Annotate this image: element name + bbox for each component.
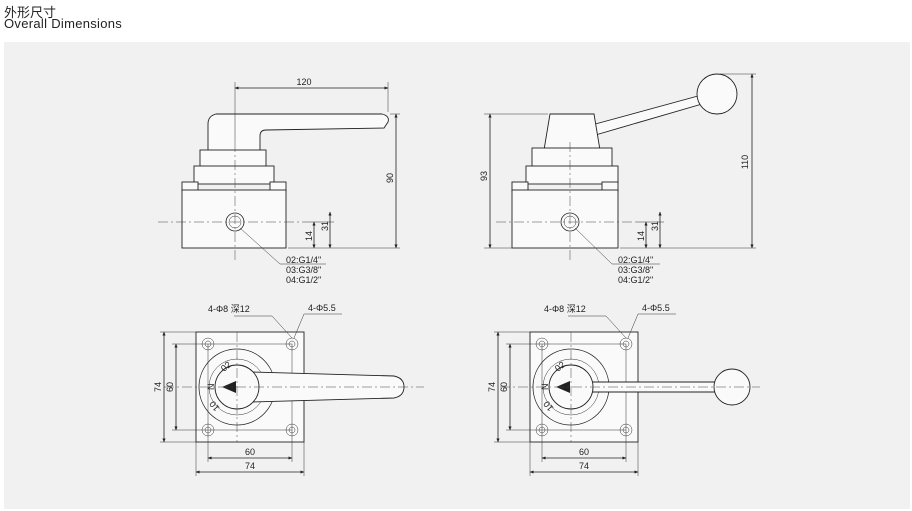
- dim-74-bottom: 74: [245, 461, 255, 471]
- dim-height-93: 93: [479, 171, 489, 181]
- dim-height-110: 110: [740, 155, 750, 169]
- callout-hole-8: 4-Φ8 深12: [208, 304, 250, 314]
- port-02-label-right: 02: [553, 359, 567, 373]
- port-label-04: 04:G1/2": [286, 275, 321, 285]
- dim-height-90: 90: [385, 173, 395, 183]
- callout-hole-8-right: 4-Φ8 深12: [544, 304, 586, 314]
- port-label-02: 02:G1/4": [286, 255, 321, 265]
- port-label-03-right: 03:G3/8": [618, 265, 653, 275]
- port-10-label: 10: [207, 399, 221, 413]
- port-n-label-right: N: [540, 384, 550, 391]
- port-label-02-right: 02:G1/4": [618, 255, 653, 265]
- left-top-view: 02 N 10 4-Φ8 深12 4-Φ5.5 60 74 74 60: [153, 303, 424, 476]
- dim-74-left: 74: [153, 382, 163, 392]
- dim-31: 31: [320, 221, 330, 231]
- dim-74-bottom-right: 74: [579, 461, 589, 471]
- port-10-label-right: 10: [541, 399, 555, 413]
- dim-31-right: 31: [650, 221, 660, 231]
- right-side-view: 93 110 31 14 02:G1/4" 03:G3/8" 04:G1/2": [479, 73, 756, 285]
- port-label-03: 03:G3/8": [286, 265, 321, 275]
- callout-hole-5-5: 4-Φ5.5: [308, 303, 336, 313]
- dim-width-120: 120: [296, 77, 311, 87]
- dim-60-bottom-right: 60: [579, 447, 589, 457]
- dim-60-left-right: 60: [499, 382, 509, 392]
- dim-74-left-right: 74: [487, 382, 497, 392]
- port-n-label: N: [206, 384, 216, 391]
- callout-hole-5-5-right: 4-Φ5.5: [642, 303, 670, 313]
- dim-60-bottom: 60: [245, 447, 255, 457]
- title-chinese: 外形尺寸: [4, 5, 57, 20]
- dim-14-right: 14: [636, 231, 646, 241]
- right-top-view: 02 N 10 4-Φ8 深12 4-Φ5.5 60 74 74 60: [487, 303, 760, 476]
- left-side-view: 120 90 31 14 02:G1/4" 03:G3/8" 04:G1/2": [158, 77, 400, 285]
- drawing-panel: [4, 42, 910, 509]
- dim-60-left: 60: [165, 382, 175, 392]
- port-02-label: 02: [219, 359, 233, 373]
- dim-14: 14: [304, 231, 314, 241]
- title-english: Overall Dimensions: [4, 16, 123, 31]
- dimension-drawing: 120 90 31 14 02:G1/4" 03:G3/8" 04:G1/2": [153, 73, 760, 476]
- port-label-04-right: 04:G1/2": [618, 275, 653, 285]
